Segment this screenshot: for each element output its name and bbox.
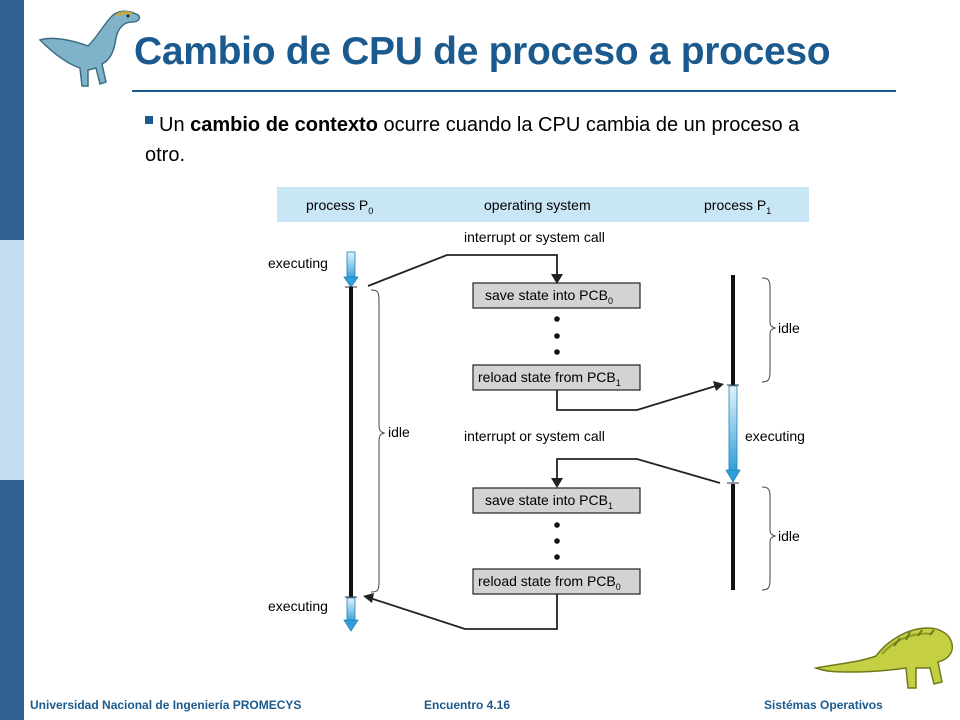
save-state-pcb0-text: save state into PCB0 xyxy=(485,287,613,306)
bullet-text-post: ocurre cuando la CPU cambia de un proces… xyxy=(145,114,800,166)
save-state-pcb1-text: save state into PCB1 xyxy=(485,492,613,511)
save-state-pcb1-box xyxy=(472,487,641,514)
arrow-os-to-p0 xyxy=(369,594,558,630)
p0-idle-label: idle xyxy=(388,424,410,440)
footer-course: Sistémas Operativos xyxy=(764,698,883,712)
diagram-header-band xyxy=(277,187,809,222)
bullet-point: Un cambio de contexto ocurre cuando la C… xyxy=(145,110,835,170)
p0-arrowhead-bottom xyxy=(343,619,359,632)
bullet-text-pre: Un xyxy=(159,114,191,136)
ellipsis-dot xyxy=(554,554,560,560)
interrupt-label-2: interrupt or system call xyxy=(464,428,605,444)
bullet-square-icon xyxy=(145,115,153,124)
p1-executing-bar xyxy=(728,385,738,472)
footer-slide-number: Encuentro 4.16 xyxy=(424,698,511,712)
interrupt-label-1: interrupt or system call xyxy=(464,229,605,245)
arrowhead-icon xyxy=(713,381,724,391)
title-divider xyxy=(132,90,896,92)
arrowhead-icon xyxy=(551,274,563,284)
ellipsis-dot xyxy=(554,538,560,544)
left-sidebar-accent xyxy=(0,240,24,480)
reload-state-pcb0-box xyxy=(472,568,641,595)
p0-executing-label-bottom: executing xyxy=(268,598,328,614)
p1-executing-label: executing xyxy=(745,428,805,444)
reload-state-pcb1-text: reload state from PCB1 xyxy=(478,369,621,388)
dinosaur-mascot-icon xyxy=(813,627,954,689)
ellipsis-dot xyxy=(554,349,560,355)
reload-state-pcb0-text: reload state from PCB0 xyxy=(478,573,621,592)
p0-executing-bar-bottom xyxy=(346,597,356,623)
save-state-pcb0-box xyxy=(472,282,641,309)
bullet-text-bold: cambio de contexto xyxy=(190,114,378,136)
arrow-p1-to-os xyxy=(556,458,721,484)
header-process-p0: process P0 xyxy=(306,197,373,216)
ellipsis-dot xyxy=(554,333,560,339)
arrowhead-icon xyxy=(551,478,563,488)
header-operating-system: operating system xyxy=(484,197,591,213)
p0-idle-brace xyxy=(370,289,386,593)
arrow-p0-to-os xyxy=(367,254,558,287)
p1-idle-line-top xyxy=(731,275,735,385)
p1-idle-label-top: idle xyxy=(778,320,800,336)
p0-executing-label-top: executing xyxy=(268,255,328,271)
p1-idle-brace-top xyxy=(761,277,777,383)
slide-title: Cambio de CPU de proceso a proceso xyxy=(134,30,831,73)
footer-university: Universidad Nacional de Ingeniería PROME… xyxy=(30,698,302,712)
reload-state-pcb1-box xyxy=(472,364,641,391)
p1-idle-line-bottom xyxy=(731,484,735,590)
p0-arrowhead-top xyxy=(343,276,359,288)
ellipsis-dot xyxy=(554,316,560,322)
p1-idle-label-bottom: idle xyxy=(778,528,800,544)
ellipsis-dot xyxy=(554,522,560,528)
p1-idle-brace-bottom xyxy=(761,486,777,591)
p1-arrowhead xyxy=(725,469,741,483)
p0-executing-bar-top xyxy=(346,251,356,280)
dinosaur-logo-icon xyxy=(38,10,141,87)
arrowhead-icon xyxy=(363,593,374,603)
header-process-p1: process P1 xyxy=(704,197,771,216)
arrow-os-to-p1 xyxy=(556,384,720,411)
p0-idle-line xyxy=(349,287,353,597)
